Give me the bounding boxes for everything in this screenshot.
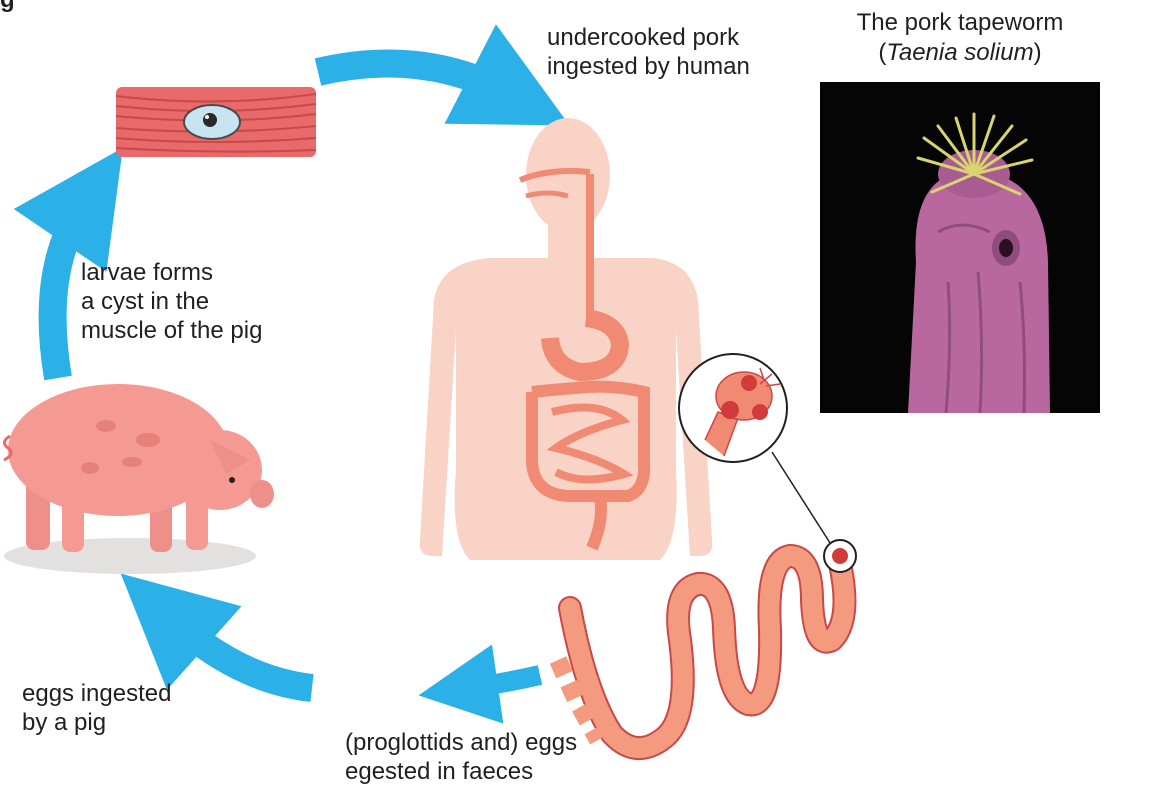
arrow-faeces-to-pig — [175, 622, 312, 688]
arrow-pig-to-muscle — [53, 208, 82, 378]
label-eggs-ingested-by-pig: eggs ingested by a pig — [22, 679, 171, 737]
label-line: ingested by human — [547, 53, 750, 80]
label-line: undercooked pork — [547, 24, 739, 51]
label-line: larvae forms — [81, 259, 213, 286]
label-cyst-forms: larvae forms a cyst in the muscle of the… — [81, 258, 262, 345]
label-pork-ingested: undercooked pork ingested by human — [547, 23, 750, 81]
tapeworm-photo-title: The pork tapeworm (Taenia solium) — [820, 8, 1100, 68]
label-line: (proglottids and) eggs — [345, 729, 577, 756]
arrow-tapeworm-to-faeces — [470, 675, 540, 688]
label-line: muscle of the pig — [81, 317, 262, 344]
label-eggs-egested: (proglottids and) eggs egested in faeces — [345, 728, 577, 786]
title-paren: ) — [1034, 39, 1042, 66]
label-line: by a pig — [22, 709, 106, 736]
arrow-muscle-to-human — [318, 64, 505, 92]
title-line: The pork tapeworm — [857, 9, 1064, 36]
tapeworm-strobila — [558, 540, 856, 748]
label-line: a cyst in the — [81, 288, 209, 315]
pig-illustration — [4, 384, 274, 574]
tapeworm-scolex-photo — [820, 82, 1100, 413]
species-name: Taenia solium — [886, 39, 1033, 66]
label-line: eggs ingested — [22, 680, 171, 707]
label-line: egested in faeces — [345, 758, 533, 785]
pig-muscle-with-cyst — [116, 87, 316, 157]
